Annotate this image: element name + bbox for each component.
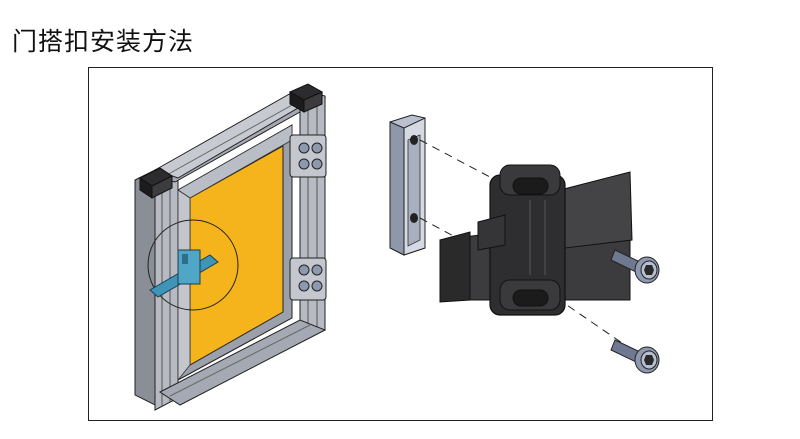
page-title: 门搭扣安装方法 <box>12 27 195 56</box>
socket-head-screw-icon <box>610 249 660 284</box>
hinge-icon <box>289 134 327 301</box>
aluminum-frame-door-icon <box>134 83 327 411</box>
socket-head-screw-icon <box>610 339 660 374</box>
latch-highlight-circle <box>147 219 239 311</box>
door-latch-icon <box>439 164 633 316</box>
t-slot-nut-icon <box>389 114 426 256</box>
